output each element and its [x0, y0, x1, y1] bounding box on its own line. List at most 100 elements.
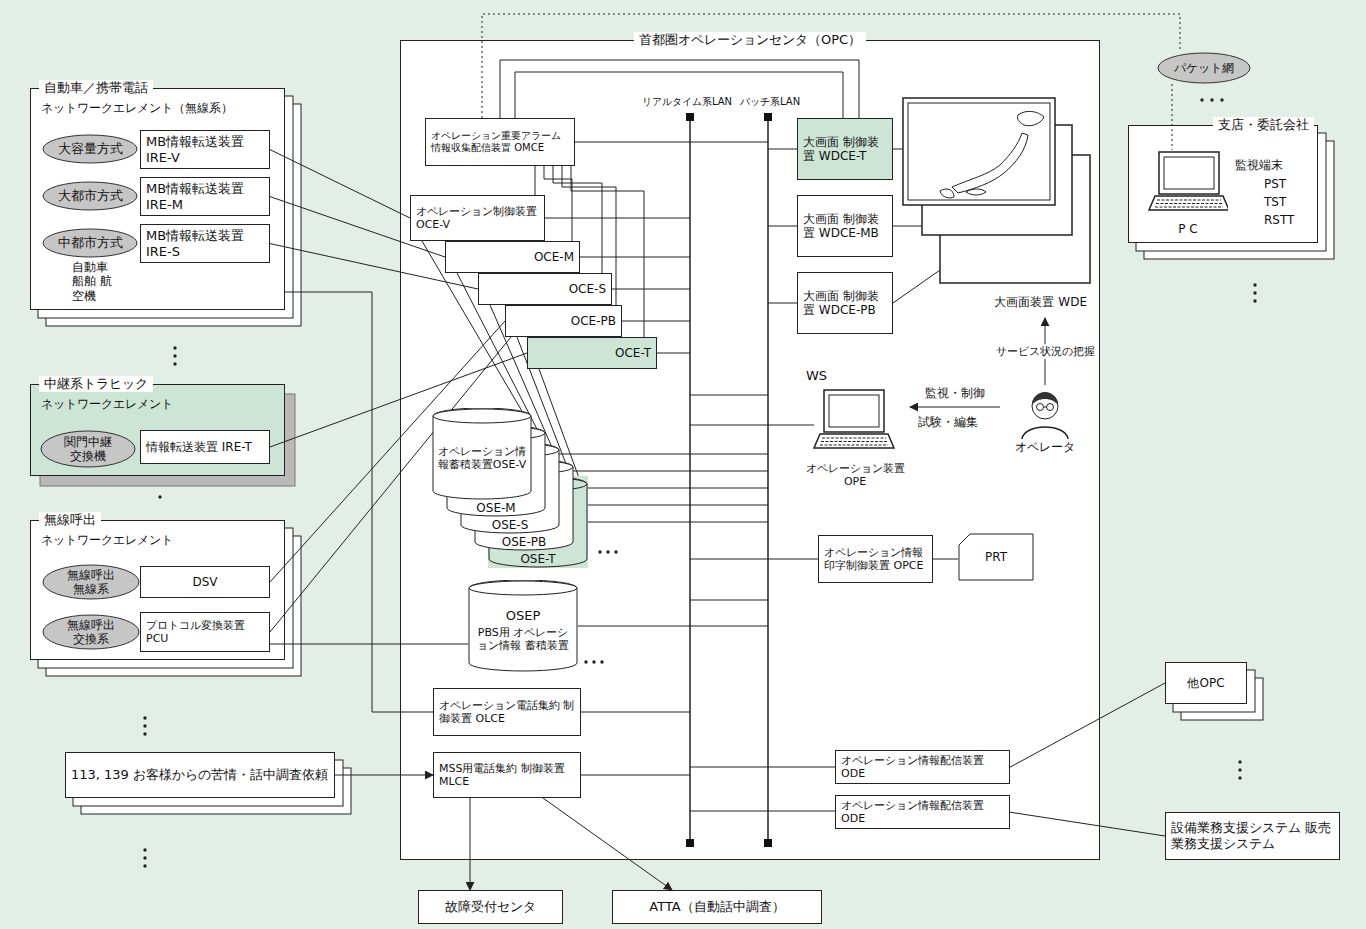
terminal-laptop: WSオペレーション装置 OPE — [800, 368, 910, 488]
node-label: MB情報転送装置 IRE-V — [146, 134, 264, 165]
lan-stub — [690, 767, 835, 768]
display-screen: 大画面装置 WDE — [900, 95, 1095, 315]
continuation-dot — [143, 856, 146, 859]
connector — [893, 226, 922, 227]
device-box: ATTA（自動話中調査） — [612, 890, 822, 924]
device-box: プロトコル変換装置 PCU — [140, 612, 270, 652]
node-label: 情報転送装置 IRE-T — [146, 440, 252, 454]
bus-terminator — [686, 839, 694, 847]
group-title: 無線呼出 — [39, 512, 101, 528]
node-label: 大画面 制御装置 WDCE-T — [803, 135, 887, 164]
node-label: ネットワークエレメント（無線系） — [41, 101, 233, 115]
scr-outline — [900, 95, 1095, 315]
device-box: OCE-M — [445, 241, 580, 273]
note-label: 自動車 船舶 航空機 — [72, 260, 112, 303]
continuation-dot — [600, 660, 603, 663]
continuation-dot — [1200, 98, 1203, 101]
bus-terminator — [686, 113, 694, 121]
node-label: 無線呼出無線系 — [65, 568, 117, 597]
connector — [910, 407, 1000, 408]
lan-stub — [768, 303, 797, 304]
node-label: P C — [1178, 222, 1197, 236]
connector — [500, 60, 859, 118]
node-label: MSS用電話集約 制御装置 MLCE — [439, 762, 575, 788]
continuation-dot — [143, 716, 146, 719]
group-title: 自動車／携帯電話 — [39, 80, 153, 96]
device-box: オペレーション重要アラーム 情報収集配信装置 OMCE — [425, 118, 575, 166]
node-label: オペレーション重要アラーム 情報収集配信装置 OMCE — [431, 130, 569, 154]
continuation-dot — [143, 732, 146, 735]
lan-stub — [574, 505, 768, 506]
center-boundary: オペレーション重要アラーム 情報収集配信装置 OMCE オペレーション制御装置 O… — [400, 40, 1100, 860]
system-ellipse: 関門中継交換機 — [40, 430, 136, 468]
node-label: オペレーション情報配信装置 ODE — [841, 799, 1004, 825]
node-label: OSEP — [506, 608, 541, 624]
continuation-dot — [143, 848, 146, 851]
group-box: 大容量方式MB情報転送装置 IRE-V大都市方式MB情報転送装置 IRE-M中都… — [30, 88, 285, 310]
node-label: OCE-T — [615, 346, 651, 360]
node-label: プロトコル変換装置 PCU — [146, 619, 264, 645]
storage-cylinder: オペレーション情報蓄積装置OSE-V — [432, 408, 532, 500]
connector — [1045, 318, 1046, 385]
node-label: 大画面装置 WDE — [994, 295, 1087, 309]
lan-stub — [581, 712, 690, 713]
continuation-dot — [1253, 299, 1256, 302]
printer-document: PRT — [958, 533, 1034, 581]
node-label: OCE-M — [534, 250, 574, 264]
device-box: オペレーション情報配信装置 ODE — [835, 795, 1010, 829]
device-box: 113, 139 お客様からの苦情・話中調査依頼 — [65, 752, 335, 798]
node-label: オペレーション装置 OPE — [802, 462, 908, 488]
lan-stub — [581, 775, 690, 776]
connector — [1010, 683, 1165, 767]
device-box: OCE-S — [478, 273, 612, 305]
continuation-dot — [173, 362, 176, 365]
bus-label: バッチ系LAN — [740, 96, 820, 108]
continuation-dot — [1210, 98, 1213, 101]
terminal-laptop: P C — [1148, 150, 1228, 236]
note-label: 監視端末 — [1235, 158, 1295, 172]
continuation-dot — [598, 550, 601, 553]
connector — [1172, 84, 1173, 150]
node-label: オペレーション情報蓄積装置OSE-V — [437, 445, 527, 471]
lan-stub — [690, 811, 835, 812]
continuation-dot — [592, 660, 595, 663]
lan-stub — [768, 149, 797, 150]
device-box: MSS用電話集約 制御装置 MLCE — [433, 752, 581, 798]
lan-stub — [690, 600, 768, 601]
system-ellipse: 無線呼出交換系 — [42, 614, 140, 650]
node-label: オペレーション制御装置 OCE-V — [416, 205, 539, 231]
edge-label: 監視・制御 — [922, 386, 988, 401]
node-label: MB情報転送装置 IRE-S — [146, 228, 264, 259]
device-box: 設備業務支援システム 販売業務支援システム — [1165, 812, 1340, 860]
node-label: MB情報転送装置 IRE-M — [146, 181, 264, 212]
group-title: 首都圏オペレーションセンタ（OPC） — [634, 32, 866, 48]
device-box: OCE-T — [527, 337, 657, 369]
storage-cylinder: OSEP PBS用 オペレーション情報 蓄積装置 — [468, 580, 578, 672]
continuation-dot — [1220, 98, 1223, 101]
note-label: 試験・編集 — [918, 415, 998, 429]
system-ellipse: 無線呼出無線系 — [42, 564, 140, 600]
node-label: OSE-PB — [502, 535, 546, 549]
group-title: 中継系トラヒック — [39, 376, 153, 392]
node-label: 113, 139 お客様からの苦情・話中調査依頼 — [71, 767, 328, 783]
lan-stub — [532, 454, 768, 455]
node-label: ATTA（自動話中調査） — [649, 899, 784, 915]
lan-stub — [578, 626, 768, 627]
group-title: 支店・委託会社 — [1213, 117, 1314, 133]
node-label: PBS用 オペレーション情報 蓄積装置 — [473, 626, 573, 652]
node-label: 設備業務支援システム 販売業務支援システム — [1171, 820, 1334, 851]
device-box: MB情報転送装置 IRE-M — [140, 177, 270, 216]
device-box: MB情報転送装置 IRE-S — [140, 224, 270, 263]
continuation-dot — [158, 495, 161, 498]
connector — [933, 559, 958, 560]
group-box: P C支店・委託会社 — [1128, 125, 1318, 243]
node-label: OCE-PB — [571, 314, 616, 328]
node-label: 大都市方式 — [58, 188, 123, 204]
node-label: 他OPC — [1187, 676, 1224, 690]
group-fill — [30, 384, 285, 476]
continuation-dot — [143, 864, 146, 867]
connector — [270, 644, 468, 645]
device-box: 大画面 制御装置 WDCE-T — [797, 118, 893, 180]
lan-stub — [588, 522, 768, 523]
lan-stub — [690, 425, 814, 426]
